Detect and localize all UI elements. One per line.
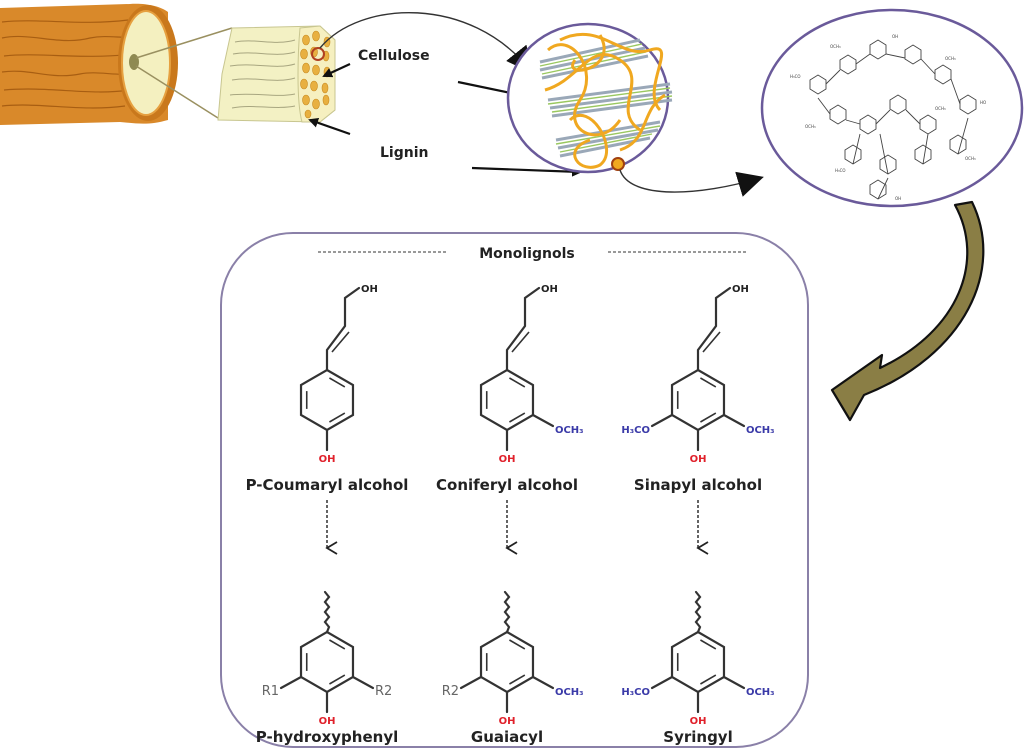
benzene-ring bbox=[479, 368, 535, 432]
svg-text:H₃CO: H₃CO bbox=[790, 74, 801, 79]
methoxy-label: OCH₃ bbox=[746, 687, 775, 698]
methoxy-label: OCH₃ bbox=[555, 425, 584, 436]
wavy-bond bbox=[503, 590, 511, 634]
methoxy-label: OCH₃ bbox=[746, 425, 775, 436]
hydroxyl-label: OH bbox=[319, 454, 336, 465]
magnification-lines bbox=[135, 27, 233, 119]
svg-text:OH: OH bbox=[892, 34, 898, 39]
terminal-hydroxyl-label: OH bbox=[732, 284, 749, 295]
unit-name: Syringyl bbox=[663, 728, 732, 746]
lignin-unit-3: OH OCH₃ H₃CO Syringyl bbox=[621, 590, 775, 746]
hydroxyl-label: OH bbox=[690, 454, 707, 465]
methoxy-label: H₃CO bbox=[621, 425, 650, 436]
monolignol-structures: OH OH P-Coumaryl alcohol OH OH OCH₃ Coniferyl … bbox=[246, 284, 775, 555]
unit-name: P-hydroxyphenyl bbox=[256, 728, 399, 746]
lignin-label: Lignin bbox=[380, 145, 428, 161]
benzene-ring bbox=[670, 630, 726, 694]
curved-arrow-to-microfibril bbox=[319, 11, 533, 74]
big-curved-arrow bbox=[830, 200, 985, 422]
monolignol-name: P-Coumaryl alcohol bbox=[246, 476, 409, 494]
monolignols-panel: Monolignols bbox=[220, 232, 809, 748]
svg-text:OCH₃: OCH₃ bbox=[945, 56, 956, 61]
r-group-label: R2 bbox=[375, 684, 392, 699]
svg-text:OCH₃: OCH₃ bbox=[805, 124, 816, 129]
propenol-chain bbox=[696, 286, 732, 372]
r-group-label: R1 bbox=[262, 684, 279, 699]
monolignol-2: OH OH OCH₃ Coniferyl alcohol bbox=[436, 284, 584, 555]
hydroxyl-label: OH bbox=[499, 716, 516, 727]
lignin-unit-structures: OHR2R1P-hydroxyphenylOHOCH₃R2GuaiacylOHO… bbox=[256, 590, 775, 746]
propenol-chain bbox=[505, 286, 541, 372]
terminal-hydroxyl-label: OH bbox=[361, 284, 378, 295]
svg-text:OCH₃: OCH₃ bbox=[965, 156, 976, 161]
propenol-chain bbox=[325, 286, 361, 372]
monolignol-1: OH OH P-Coumaryl alcohol bbox=[246, 284, 409, 555]
wavy-bond bbox=[694, 590, 702, 634]
svg-text:H₃CO: H₃CO bbox=[835, 168, 846, 173]
microfibril-ellipse bbox=[506, 22, 673, 174]
cellulose-label: Cellulose bbox=[358, 48, 430, 64]
wavy-bond bbox=[323, 590, 331, 634]
lignin-polymer-ellipse: H₃CO OCH₃ OH OCH₃ HO OCH₃ OCH₃ H₃CO OCH₃ OH bbox=[760, 8, 1024, 208]
monolignol-name: Coniferyl alcohol bbox=[436, 476, 578, 494]
unit-name: Guaiacyl bbox=[471, 728, 543, 746]
benzene-ring bbox=[299, 630, 355, 694]
r-group-label: R2 bbox=[442, 684, 459, 699]
benzene-ring bbox=[670, 368, 726, 432]
hydroxyl-label: OH bbox=[690, 716, 707, 727]
methoxy-label: H₃CO bbox=[621, 687, 650, 698]
curved-arrow-to-lignin-polymer bbox=[619, 169, 764, 197]
methoxy-label: OCH₃ bbox=[555, 687, 584, 698]
monolignols-title: Monolignols bbox=[479, 246, 574, 262]
svg-text:OCH₃: OCH₃ bbox=[935, 106, 946, 111]
wood-log-illustration bbox=[0, 3, 178, 125]
svg-text:HO: HO bbox=[980, 100, 986, 105]
benzene-ring bbox=[479, 630, 535, 694]
benzene-ring bbox=[299, 368, 355, 432]
lignin-unit-1: OH R2 R1P-hydroxyphenyl bbox=[256, 590, 399, 746]
hydroxyl-label: OH bbox=[499, 454, 516, 465]
svg-text:OCH₃: OCH₃ bbox=[830, 44, 841, 49]
svg-text:OH: OH bbox=[895, 196, 901, 201]
monolignol-name: Sinapyl alcohol bbox=[634, 476, 762, 494]
fiber-bundle-illustration bbox=[217, 25, 336, 123]
monolignol-3: OH OH OCH₃ H₃CO Sinapyl alcohol bbox=[621, 284, 775, 555]
terminal-hydroxyl-label: OH bbox=[541, 284, 558, 295]
hydroxyl-label: OH bbox=[319, 716, 336, 727]
